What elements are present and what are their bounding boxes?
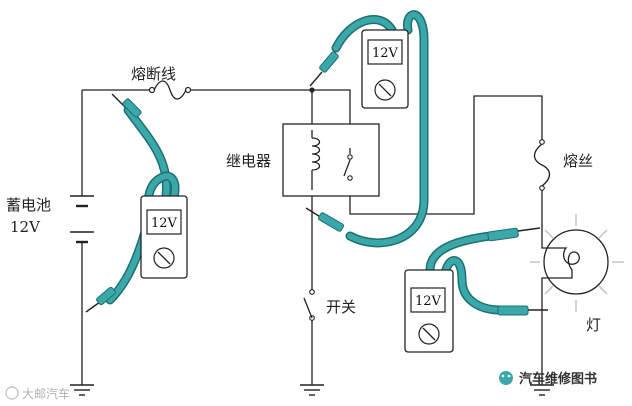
probe-left-bottom <box>85 286 116 313</box>
relay-label: 继电器 <box>226 152 271 170</box>
probe-lamp-top <box>487 227 541 242</box>
test-leads-top <box>331 10 429 248</box>
switch-label: 开关 <box>326 298 356 316</box>
ground-symbol-left <box>70 384 94 396</box>
relay-box <box>282 123 380 197</box>
fuse-wire-label: 熔断线 <box>131 65 176 83</box>
meter-top-reading: 12V <box>372 46 399 61</box>
battery-voltage-label: 12V <box>10 218 41 236</box>
probe-left-top <box>111 93 142 118</box>
watermark-right: 汽车维修图书 <box>499 371 597 387</box>
test-leads-bottom <box>425 231 505 315</box>
meter-bottom-reading: 12V <box>415 294 442 309</box>
switch-symbol <box>303 289 315 321</box>
watermark-left: 大邮汽车 <box>5 386 70 401</box>
probe-lamp-bottom <box>497 305 548 316</box>
battery-label: 蓄电池 <box>6 196 51 214</box>
lamp-label: 灯 <box>586 316 601 334</box>
multimeter-top: 12V <box>361 29 409 109</box>
watermark-left-text: 大邮汽车 <box>22 386 70 401</box>
ground-symbol-right <box>530 384 554 396</box>
fuse-symbol <box>533 139 551 191</box>
lamp-symbol <box>530 214 624 312</box>
fuse-label: 熔丝 <box>563 152 593 170</box>
probe-relay-coil <box>305 207 345 232</box>
battery-symbol <box>70 195 94 244</box>
circuit-wires <box>81 89 543 385</box>
multimeter-left: 12V <box>140 195 188 279</box>
junction-dot <box>309 87 315 93</box>
ground-symbol-middle <box>300 384 324 396</box>
wire-relay-to-fuse <box>349 95 543 215</box>
probe-top <box>309 51 339 87</box>
fuse-wire <box>148 80 192 100</box>
watermark-right-text: 汽车维修图书 <box>519 371 597 387</box>
meter-left-reading: 12V <box>151 216 178 231</box>
multimeter-bottom: 12V <box>404 269 454 353</box>
